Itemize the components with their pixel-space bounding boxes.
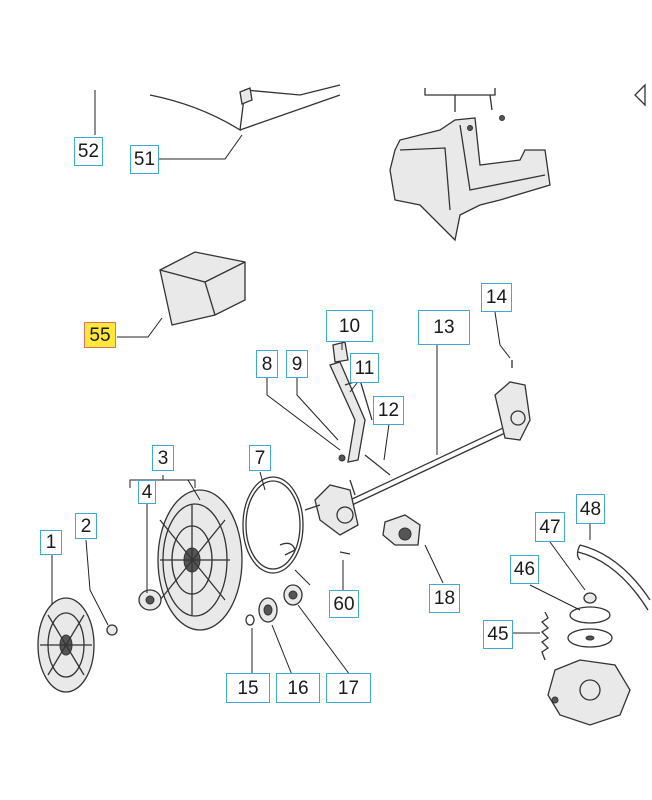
callout-15: 15 [226,673,270,703]
callout-2: 2 [75,513,97,539]
callout-13: 13 [418,310,470,345]
callout-48: 48 [576,494,605,524]
belt-48 [576,544,651,611]
callout-47: 47 [535,512,565,542]
adjust-lever [329,341,391,476]
callout-14: 14 [481,283,512,312]
callout-7: 7 [249,445,271,471]
screw-60 [339,551,351,555]
washers-46-47 [567,592,613,648]
callout-45: 45 [483,620,513,649]
tire-3 [157,489,243,631]
callout-16: 16 [276,673,320,703]
gear-17 [283,584,303,606]
hubcap-1 [37,597,95,693]
bushing-18 [382,514,421,546]
callout-17: 17 [326,673,371,703]
callout-55: 55 [84,322,116,348]
axle-bracket [304,479,359,536]
housing-top-left [149,84,341,132]
handle-bracket [389,83,646,242]
callout-8: 8 [256,350,278,378]
callout-12: 12 [373,396,404,425]
spring-45 [540,611,550,661]
callout-46: 46 [510,555,539,584]
callout-1: 1 [40,530,62,555]
nut-2 [106,624,118,636]
callout-51: 51 [130,145,159,174]
leader-lines [51,90,591,676]
callout-11: 11 [350,353,379,383]
axle-13 [349,360,531,506]
disc-7 [242,476,304,574]
callout-60: 60 [329,590,359,618]
callout-52: 52 [74,137,103,166]
cover-block-55 [159,251,246,326]
callout-4: 4 [138,480,156,504]
washer-15 [245,614,255,626]
callout-18: 18 [429,584,460,613]
gear-16 [258,597,278,623]
callout-3: 3 [152,445,174,471]
gearbox [547,659,631,726]
callout-9: 9 [286,350,308,378]
bearing-4 [138,589,162,611]
callout-10: 10 [326,310,373,342]
